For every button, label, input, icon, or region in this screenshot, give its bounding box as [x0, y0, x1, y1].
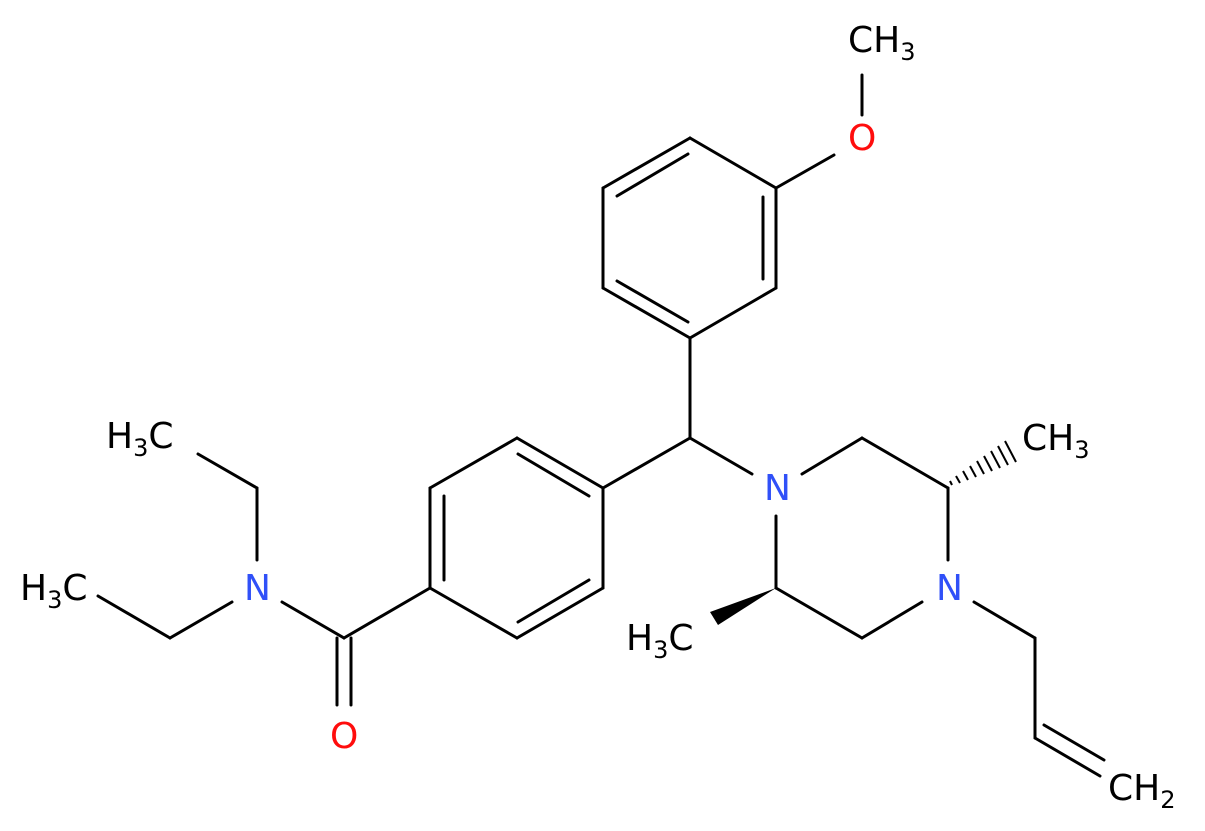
ch-benzamide-bond [601, 436, 692, 490]
benzamide-ring [428, 436, 605, 640]
allyl-double-bond-b [1042, 723, 1106, 762]
methyl-wedge-ch3-label: H3C [626, 618, 694, 664]
methoxy-ch3-label: CH3 [848, 20, 916, 66]
aryl-carbonyl-bond [342, 586, 432, 640]
ethyl2-ch3-label: H3C [20, 568, 88, 614]
methoxyphenyl-ring [601, 136, 778, 340]
allyl-double-bond-a [1033, 736, 1102, 778]
aryl-o-bond [774, 153, 836, 190]
ch-n1-bond [688, 436, 754, 476]
ethyl2-n-c-bond [168, 600, 234, 640]
amide-n-label: N [244, 568, 271, 609]
vinyl-ch2-label: CH2 [1108, 768, 1176, 814]
piperazine-n4-label: N [936, 568, 963, 609]
carbonyl-o-label: O [330, 716, 358, 757]
ethyl1-c-c-bond [196, 452, 259, 490]
methoxy-o-label: O [848, 118, 876, 159]
n4-allyl-bond [972, 600, 1037, 640]
hashed-wedge-bond [949, 440, 1017, 486]
ethyl2-c-c-bond [96, 594, 172, 640]
methyl-hash-ch3-label: CH3 [1022, 418, 1090, 464]
ethyl1-ch3-label: H3C [106, 416, 174, 462]
solid-wedge-bond [710, 588, 776, 625]
carbonyl-n-bond [280, 600, 346, 640]
piperazine-ring [774, 436, 950, 640]
piperazine-n1-label: N [764, 468, 791, 509]
